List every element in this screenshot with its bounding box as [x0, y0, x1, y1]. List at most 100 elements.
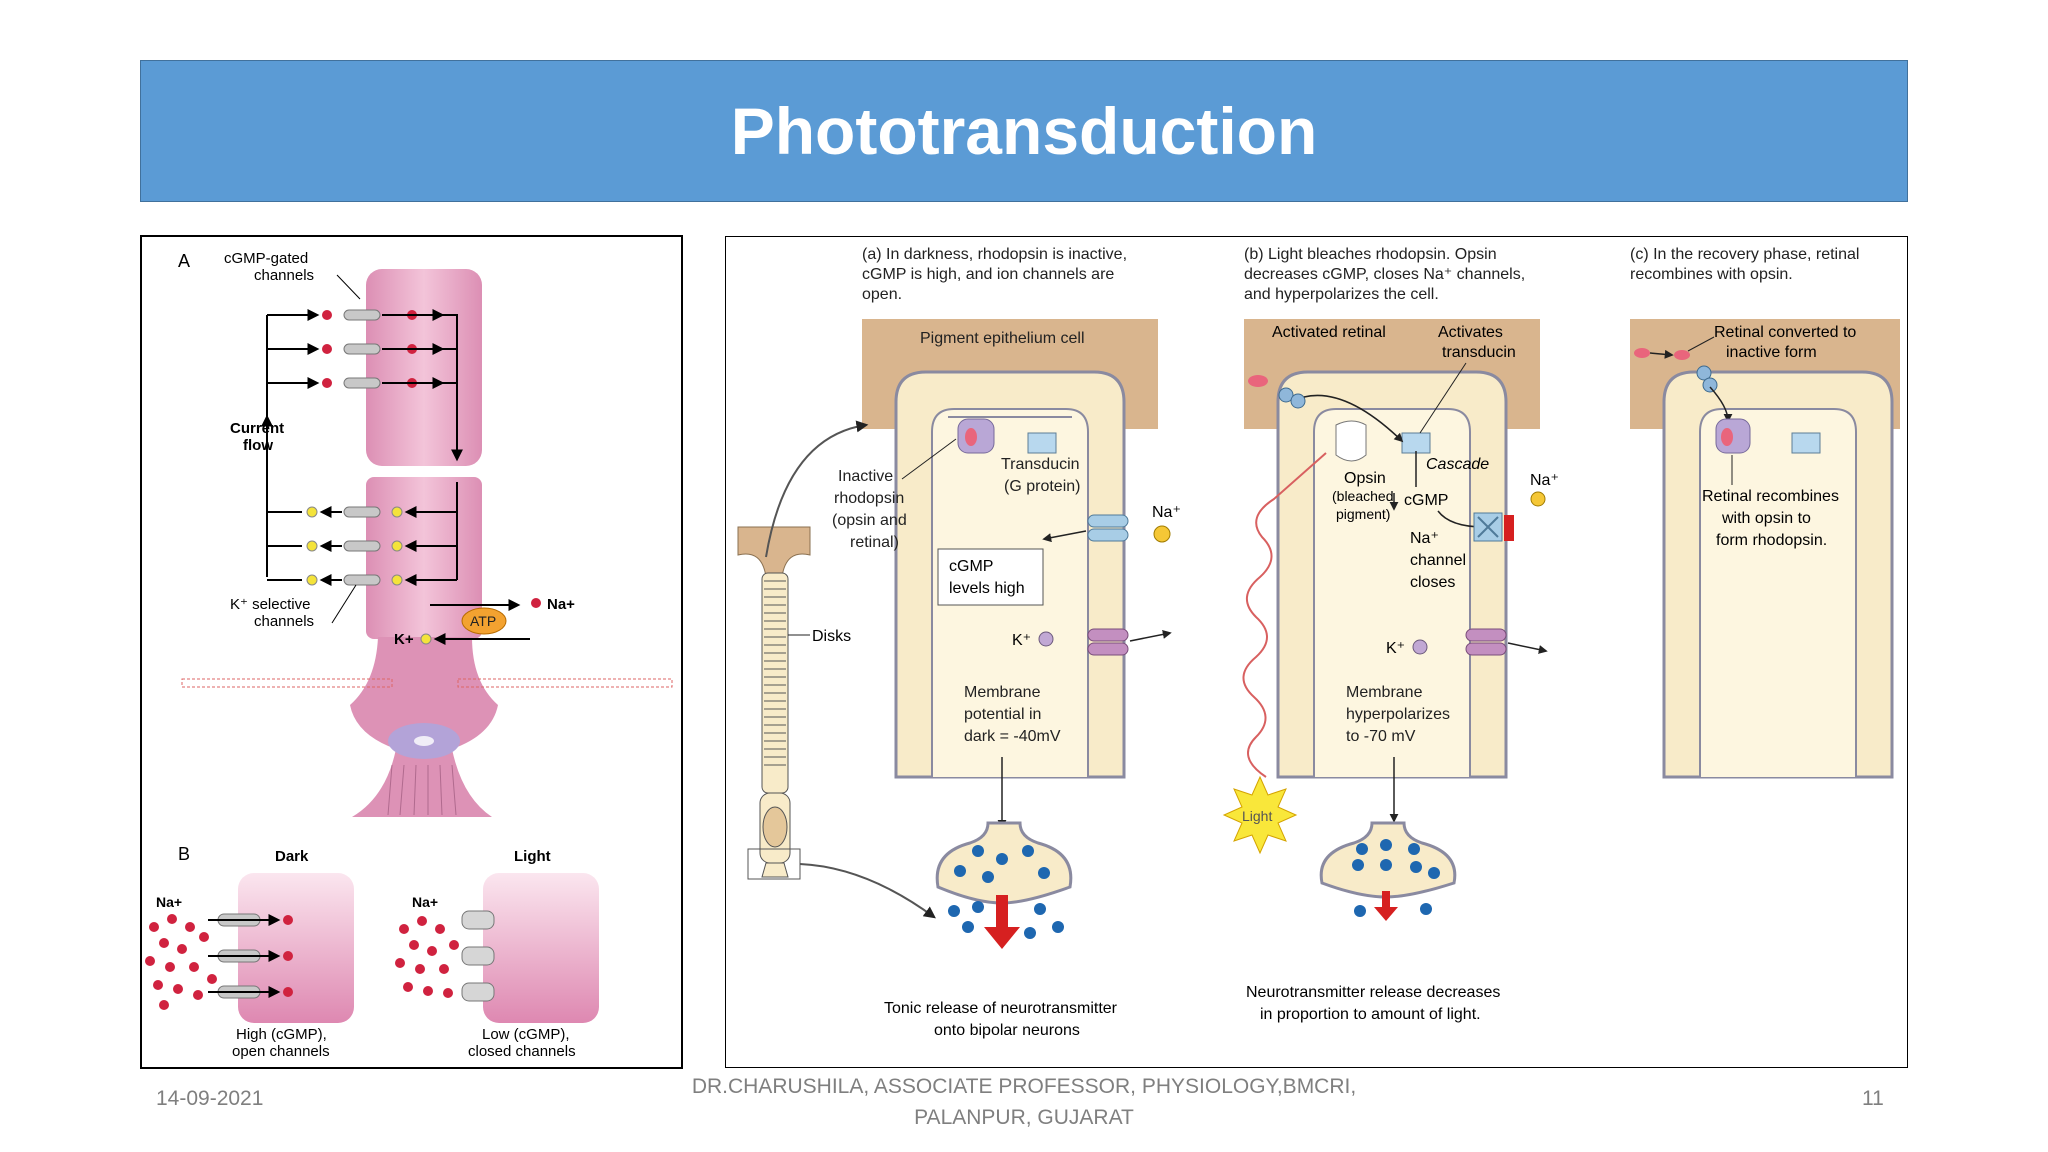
opsin-bleached: [1335, 420, 1367, 462]
light-label: Light: [1242, 808, 1272, 824]
membrane-b-2: hyperpolarizes: [1346, 706, 1450, 723]
opsin-label-3: pigment): [1336, 506, 1390, 522]
k-pump-label: K+: [394, 631, 414, 648]
rod-current-diagram: A cGMP-gated channels: [145, 250, 673, 1060]
opsin-label-1: Opsin: [1344, 470, 1386, 487]
footer-date: 14-09-2021: [156, 1087, 264, 1110]
rhodopsin-phase-diagram: (a) In darkness, rhodopsin is inactive, …: [737, 246, 1900, 1039]
transducin-a: [1027, 432, 1057, 454]
na-channel-b-closed: [1473, 512, 1514, 542]
inactive-rhodopsin-3: (opsin and: [832, 512, 907, 529]
transducin-label-2: (G protein): [1004, 478, 1080, 495]
current-flow-arrows: [261, 309, 463, 586]
dark-cell: [238, 873, 354, 1023]
dark-label: Dark: [275, 848, 309, 865]
tonic-release-2: onto bipolar neurons: [934, 1022, 1080, 1039]
transducin-label-1: Transducin: [1001, 456, 1080, 473]
nt-decrease-1: Neurotransmitter release decreases: [1246, 984, 1500, 1001]
transducin-c: [1791, 432, 1821, 454]
na-label-a: Na⁺: [1152, 504, 1181, 521]
release-arrow-b: [1374, 891, 1398, 921]
activated-retinal: [1248, 375, 1268, 387]
slide-title: Phototransduction: [730, 94, 1318, 168]
vesicles-a: [948, 845, 1064, 939]
light-burst: [1222, 775, 1298, 855]
k-channel-row-2: [306, 540, 403, 552]
atp-badge: [461, 607, 507, 635]
na-ions-dark: [145, 914, 217, 1010]
light-caption-2: closed channels: [468, 1043, 576, 1060]
phase-c-header-1: (c) In the recovery phase, retinal: [1630, 246, 1859, 263]
footer-page-number: 11: [1862, 1087, 1884, 1110]
membrane-b-3: to -70 mV: [1346, 728, 1416, 745]
na-b-label: Na⁺: [1530, 472, 1559, 489]
membrane-band-right: [457, 678, 673, 688]
k-b-label: K⁺: [1386, 640, 1405, 657]
rod-inner-c: [1699, 408, 1857, 777]
activates-transducin-1: Activates: [1438, 324, 1503, 341]
na-channel-a: Na⁺: [1042, 504, 1181, 543]
light-cell: [483, 873, 599, 1023]
phase-a-header-1: (a) In darkness, rhodopsin is inactive,: [862, 246, 1127, 263]
synaptic-terminal-lines: [387, 764, 457, 816]
tonic-release-1: Tonic release of neurotransmitter: [884, 1000, 1118, 1017]
membrane-a-2: potential in: [964, 706, 1041, 723]
inactive-rhodopsin-1: Inactive: [838, 468, 893, 485]
na-light-label: Na+: [412, 894, 438, 910]
cgmp-high-label-2: levels high: [949, 580, 1025, 597]
dark-caption-2: open channels: [232, 1043, 330, 1060]
dark-caption-1: High (cGMP),: [236, 1026, 327, 1043]
activated-retinal-label: Activated retinal: [1272, 324, 1386, 341]
inactive-rhodopsin-4: retinal): [850, 534, 899, 551]
light-wave: [1242, 452, 1327, 778]
na-closes-1: Na⁺: [1410, 530, 1439, 547]
rod-inner-b: [1313, 408, 1471, 777]
current-flow-label-1: Current: [230, 420, 284, 437]
phase-b-header-1: (b) Light bleaches rhodopsin. Opsin: [1244, 246, 1497, 263]
k-label-a: K⁺: [1012, 632, 1031, 649]
mini-rod-outer: [761, 572, 789, 794]
footer-author-line-1: DR.CHARUSHILA, ASSOCIATE PROFESSOR, PHYS…: [691, 1075, 1357, 1098]
footer-author: DR.CHARUSHILA, ASSOCIATE PROFESSOR, PHYS…: [640, 1071, 1408, 1133]
k-channel-b: K⁺: [1386, 628, 1548, 657]
rhodopsin-inactive: [957, 418, 995, 454]
recombines-2: with opsin to: [1721, 510, 1811, 527]
cgmp-b-label: cGMP: [1404, 492, 1448, 509]
rhodopsin-phase-figure: (a) In darkness, rhodopsin is inactive, …: [725, 236, 1908, 1068]
zoom-arrow-top: [765, 420, 869, 558]
nt-decrease-2: in proportion to amount of light.: [1260, 1006, 1481, 1023]
membrane-band-left: [181, 678, 393, 688]
k-channel-a: K⁺: [1012, 628, 1172, 656]
cgmp-channels-label-2: channels: [254, 267, 314, 284]
activates-transducin-2: transducin: [1442, 344, 1516, 361]
recombines-3: form rhodopsin.: [1716, 532, 1827, 549]
light-label: Light: [514, 848, 551, 865]
vesicles-b: [1352, 839, 1440, 917]
cgmp-high-box: [937, 548, 1044, 606]
membrane-b-1: Membrane: [1346, 684, 1423, 701]
recombines-1: Retinal recombines: [1702, 488, 1839, 505]
phase-c-header-2: recombines with opsin.: [1630, 266, 1793, 283]
cgmp-channel-row-3: [322, 377, 417, 389]
na-dark-label: Na+: [156, 894, 182, 910]
title-banner: Phototransduction: [140, 60, 1908, 202]
retinal-converted-2: inactive form: [1726, 344, 1817, 361]
phase-a-header-3: open.: [862, 286, 902, 303]
current-flow-label-2: flow: [243, 437, 273, 454]
k-channels-label-2: channels: [254, 613, 314, 630]
transducin-b: [1401, 432, 1431, 454]
k-channels-label-1: K⁺ selective: [230, 596, 310, 613]
opsin-label-2: (bleached: [1332, 488, 1394, 504]
panel-b-label: B: [178, 844, 190, 864]
cgmp-high-label-1: cGMP: [949, 558, 993, 575]
retinal-converted-1: Retinal converted to: [1714, 324, 1856, 341]
panel-a-label: A: [178, 251, 190, 271]
atp-label: ATP: [470, 613, 496, 629]
disks-label: Disks: [812, 628, 851, 645]
pigment-epithelium-label: Pigment epithelium cell: [920, 330, 1085, 347]
footer-author-line-2: PALANPUR, GUJARAT: [914, 1106, 1134, 1129]
inner-segment: [366, 477, 482, 639]
mini-pigment: [737, 526, 811, 578]
rod-current-figure: A cGMP-gated channels: [140, 235, 683, 1069]
na-pump-label: Na+: [547, 596, 575, 613]
